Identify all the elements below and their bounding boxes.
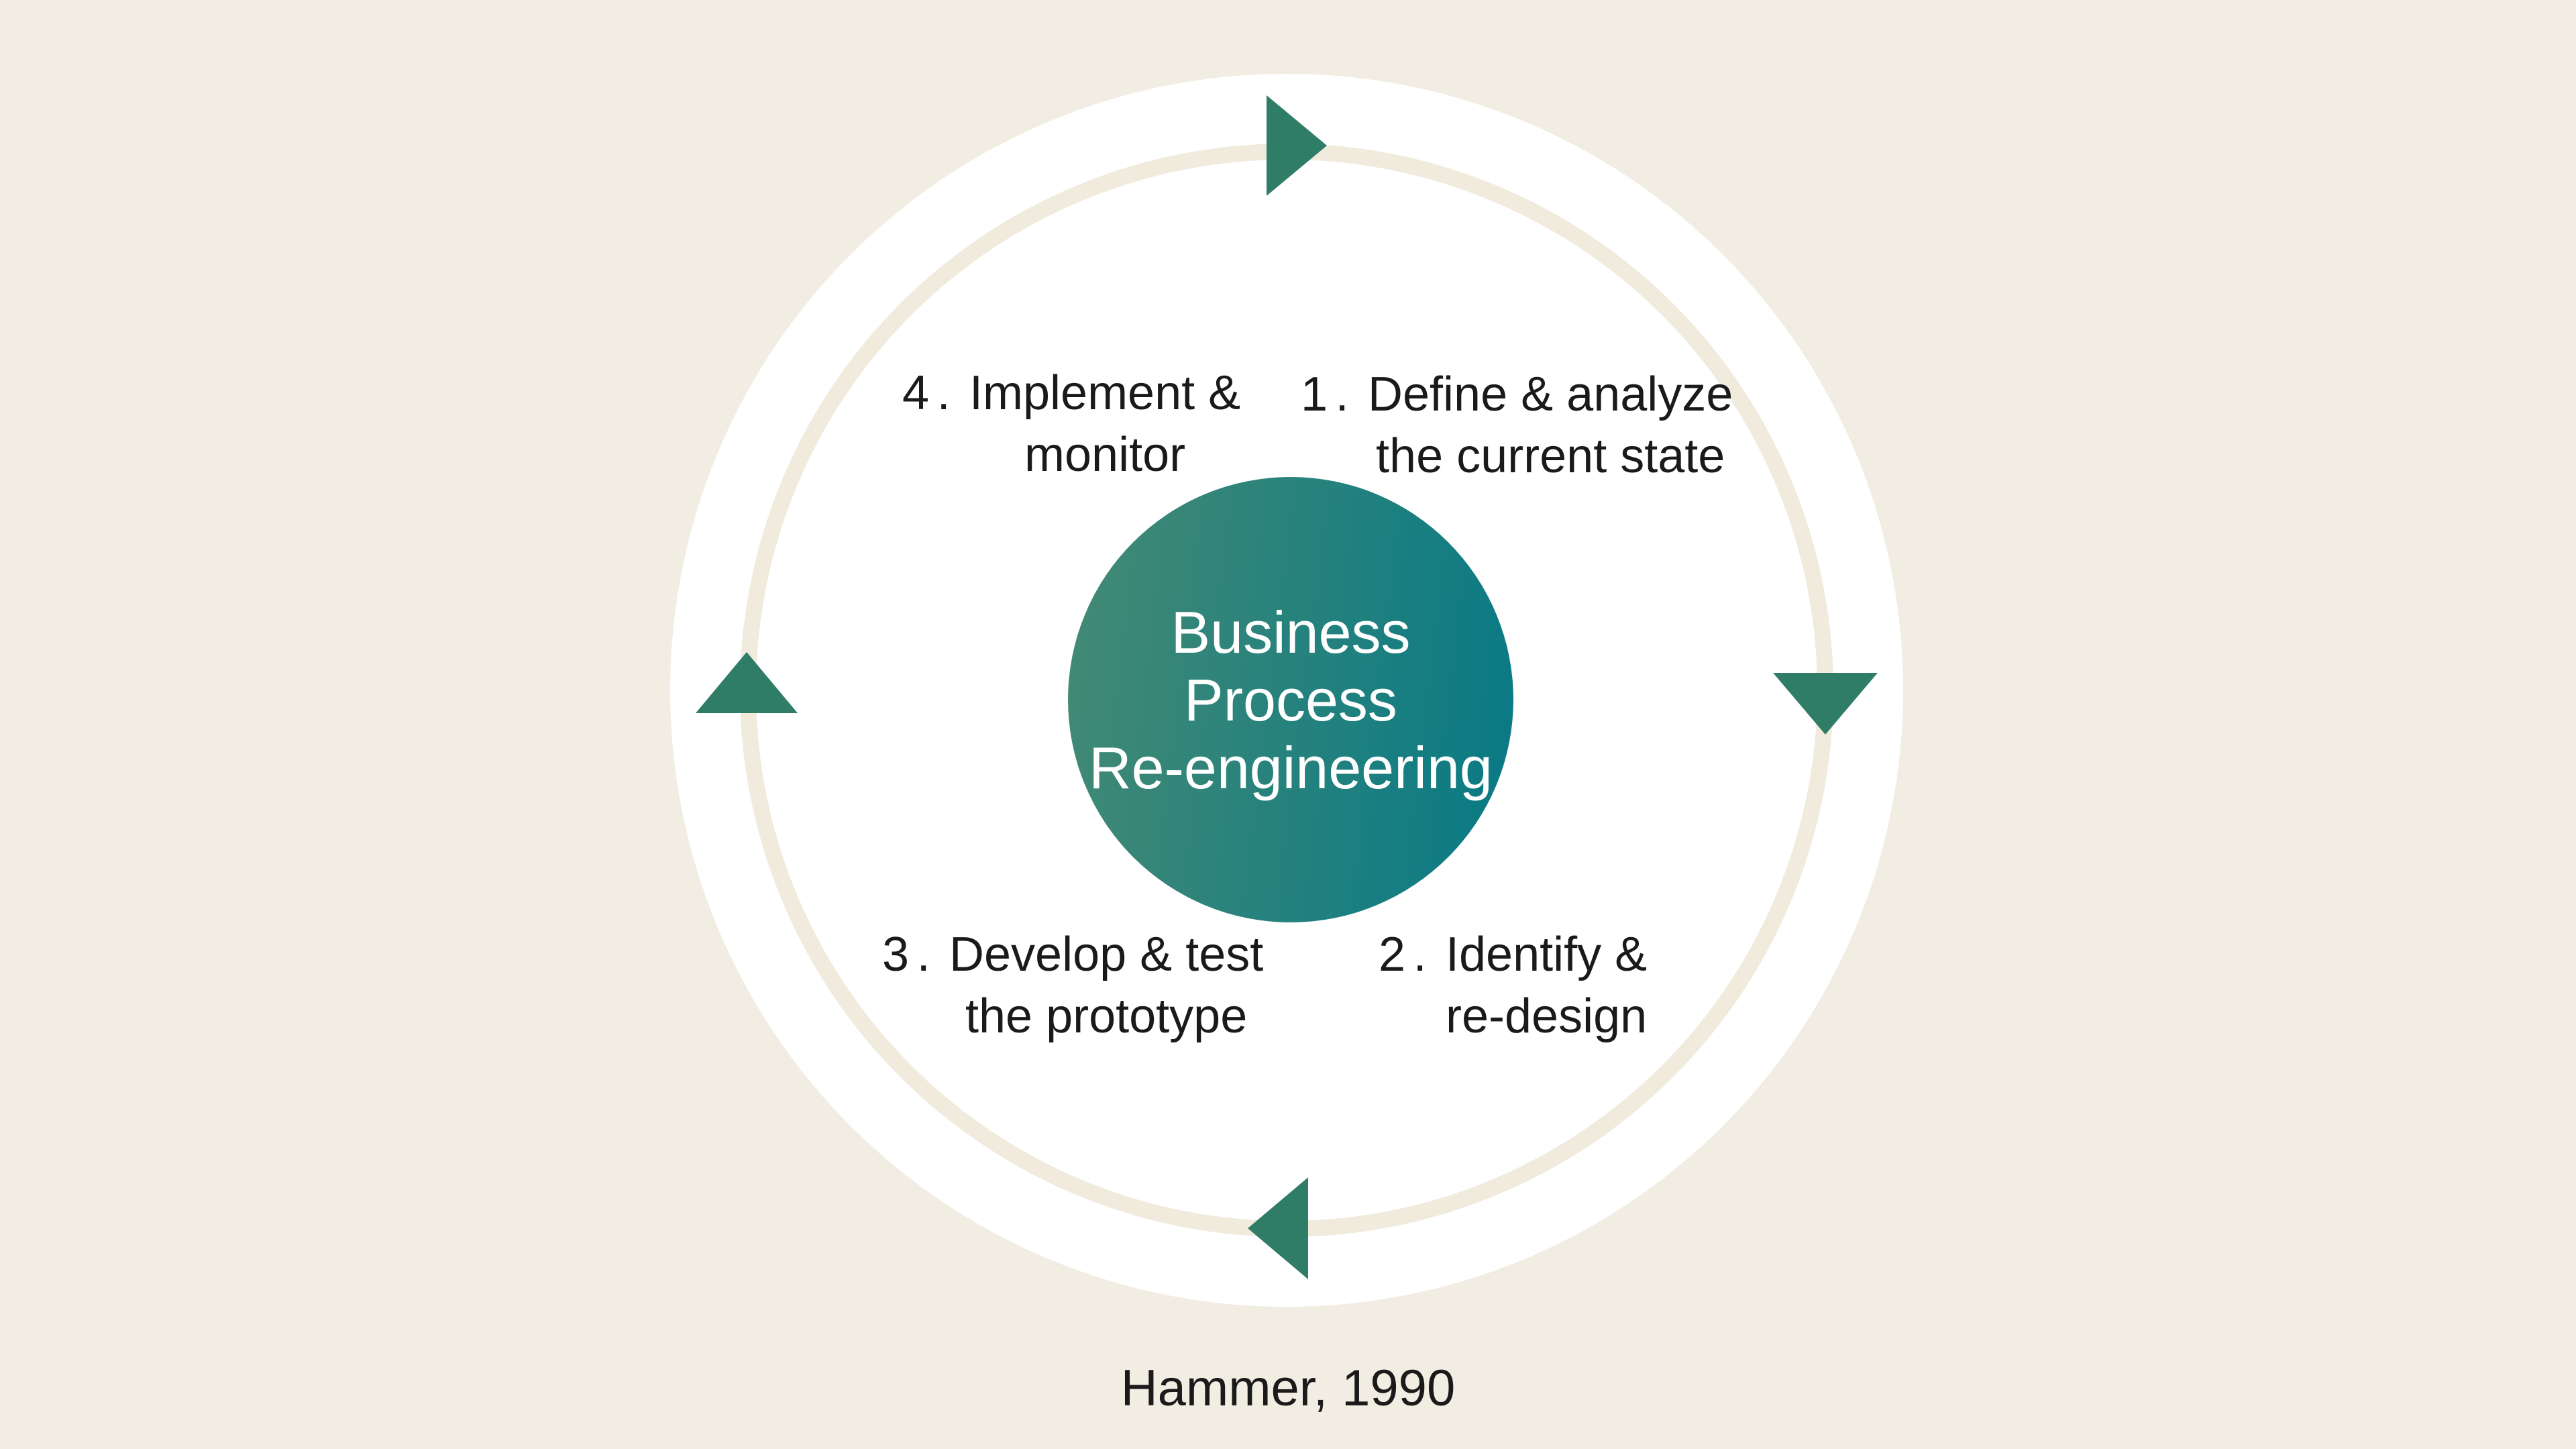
source-caption: Hammer, 1990 — [1120, 1360, 1456, 1417]
step-label-3: 3.Develop & test the prototype — [882, 924, 1263, 1047]
arrow-down-icon — [1773, 673, 1878, 735]
arrow-up-icon — [696, 652, 798, 713]
step-4-number: 4. — [902, 366, 959, 420]
diagram-title-line-3: Re-engineering — [1089, 734, 1493, 801]
step-1-line2: the current state — [1376, 429, 1725, 483]
step-2-line2: re-design — [1446, 989, 1648, 1043]
step-3-number: 3. — [882, 928, 938, 981]
step-4-line2: monitor — [1024, 428, 1186, 482]
step-3-line2: the prototype — [965, 989, 1248, 1043]
step-4-line1: Implement & — [969, 366, 1241, 420]
step-label-2: 2.Identify & re-design — [1379, 924, 1647, 1047]
arrow-right-icon — [1267, 95, 1327, 196]
step-label-4: 4.Implement & monitor — [902, 362, 1240, 486]
step-2-line1: Identify & — [1446, 928, 1648, 981]
center-circle: Business Process Re-engineering — [1068, 477, 1513, 922]
arrow-left-icon — [1248, 1177, 1308, 1279]
step-3-line1: Develop & test — [949, 928, 1264, 981]
step-2-number: 2. — [1379, 928, 1435, 981]
step-1-number: 1. — [1301, 368, 1357, 421]
step-label-1: 1.Define & analyze the current state — [1301, 364, 1733, 487]
diagram-title-line-2: Process — [1184, 666, 1397, 733]
diagram-title-line-1: Business — [1171, 598, 1411, 665]
step-1-line1: Define & analyze — [1368, 368, 1733, 421]
